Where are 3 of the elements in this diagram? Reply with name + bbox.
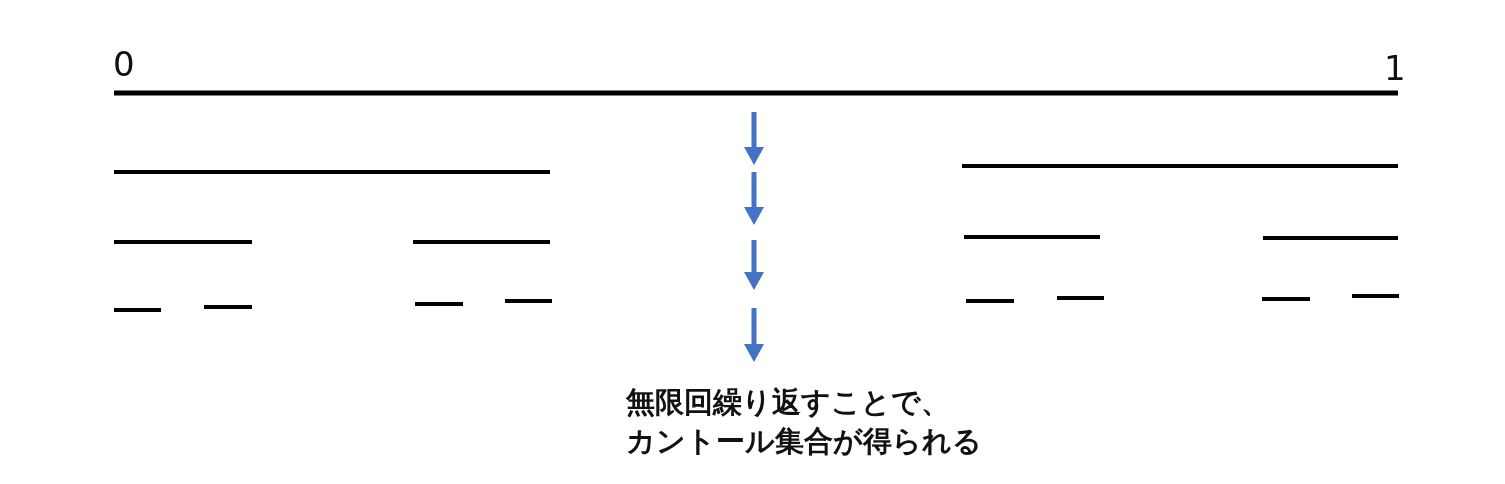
note-text: 無限回繰り返すことで、カントール集合が得られる (626, 384, 983, 461)
tick-label: 1 (1384, 47, 1406, 90)
tick-label: 0 (113, 43, 135, 86)
